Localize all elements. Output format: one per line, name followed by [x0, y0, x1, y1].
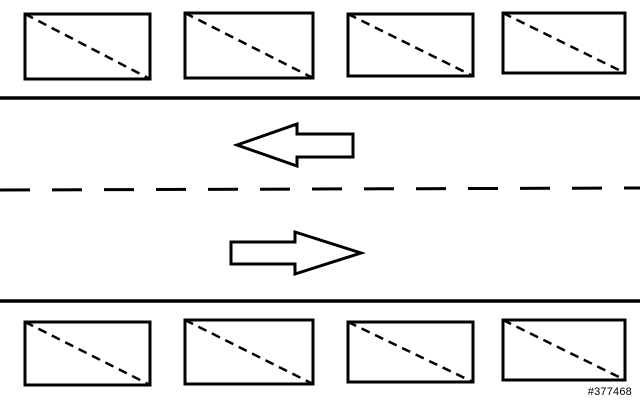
parking-space [501, 318, 627, 382]
parking-space [346, 320, 475, 384]
parking-space [346, 12, 475, 78]
parking-space [183, 318, 315, 386]
parking-space [23, 12, 152, 81]
parking-space [183, 11, 315, 80]
parking-space [23, 320, 152, 387]
right-direction-arrow [229, 229, 366, 277]
figure-code-label: #377468 [587, 386, 632, 398]
road-centerline [0, 186, 640, 192]
top-parking-row [23, 11, 627, 81]
left-direction-arrow [232, 121, 355, 169]
parking-space [501, 11, 627, 75]
bottom-parking-row [23, 318, 627, 387]
